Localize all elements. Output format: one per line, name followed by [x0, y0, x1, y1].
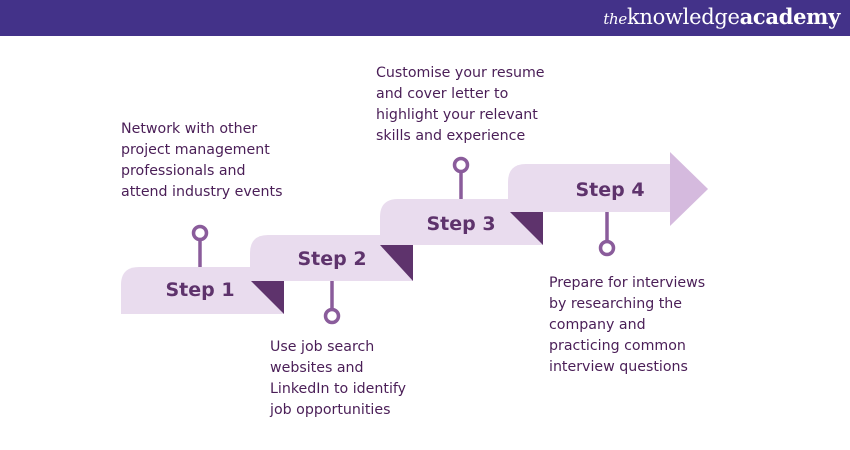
desc-line: by researching the [549, 296, 683, 312]
logo-prefix: the [603, 10, 627, 28]
step-3-group: Step 3 [380, 199, 543, 245]
pin-2-icon [323, 281, 341, 325]
step-1-group: Step 1 [121, 267, 284, 314]
step-4-description: Prepare for interviews by researching th… [549, 273, 705, 378]
step-3-description: Customise your resume and cover letter t… [376, 63, 545, 147]
step-3-fold [510, 212, 543, 245]
step-1-label: Step 1 [165, 279, 234, 301]
pin-4-icon [598, 212, 616, 257]
logo-main: knowledge [626, 5, 740, 29]
step-1-band [121, 267, 284, 314]
step-1-fold [251, 281, 284, 314]
desc-line: practicing common [549, 338, 686, 354]
step-1-description: Network with other project management pr… [121, 119, 282, 203]
step-3-label: Step 3 [426, 213, 495, 235]
step-4-label: Step 4 [575, 179, 644, 201]
desc-line: company and [549, 317, 646, 333]
step-2-description: Use job search websites and LinkedIn to … [270, 337, 406, 421]
step-2-label: Step 2 [297, 248, 366, 270]
desc-line: interview questions [549, 359, 688, 375]
desc-line: attend industry events [121, 184, 283, 200]
header-bar: theknowledgeacademy [0, 0, 850, 36]
desc-line: LinkedIn to identify [270, 381, 407, 397]
desc-line: Use job search [270, 339, 375, 355]
brand-logo[interactable]: theknowledgeacademy [603, 4, 840, 29]
desc-line: Prepare for interviews [549, 275, 706, 291]
desc-line: highlight your relevant [376, 107, 538, 123]
step-2-group: Step 2 [250, 235, 413, 281]
desc-line: Customise your resume [376, 65, 545, 81]
arrow-head [670, 152, 708, 226]
desc-line: websites and [270, 360, 364, 376]
step-4-band [508, 164, 672, 212]
desc-line: job opportunities [270, 402, 391, 418]
desc-line: project management [121, 142, 270, 158]
logo-suffix: academy [739, 4, 841, 29]
pin-3-icon [452, 156, 470, 199]
desc-line: Network with other [121, 121, 258, 137]
pin-1-icon [191, 224, 209, 267]
step-4-group: Step 4 [508, 152, 708, 226]
desc-line: and cover letter to [376, 86, 509, 102]
step-2-band [250, 235, 413, 281]
step-3-band [380, 199, 543, 245]
step-2-fold [380, 245, 413, 281]
desc-line: skills and experience [376, 128, 526, 144]
desc-line: professionals and [121, 163, 246, 179]
